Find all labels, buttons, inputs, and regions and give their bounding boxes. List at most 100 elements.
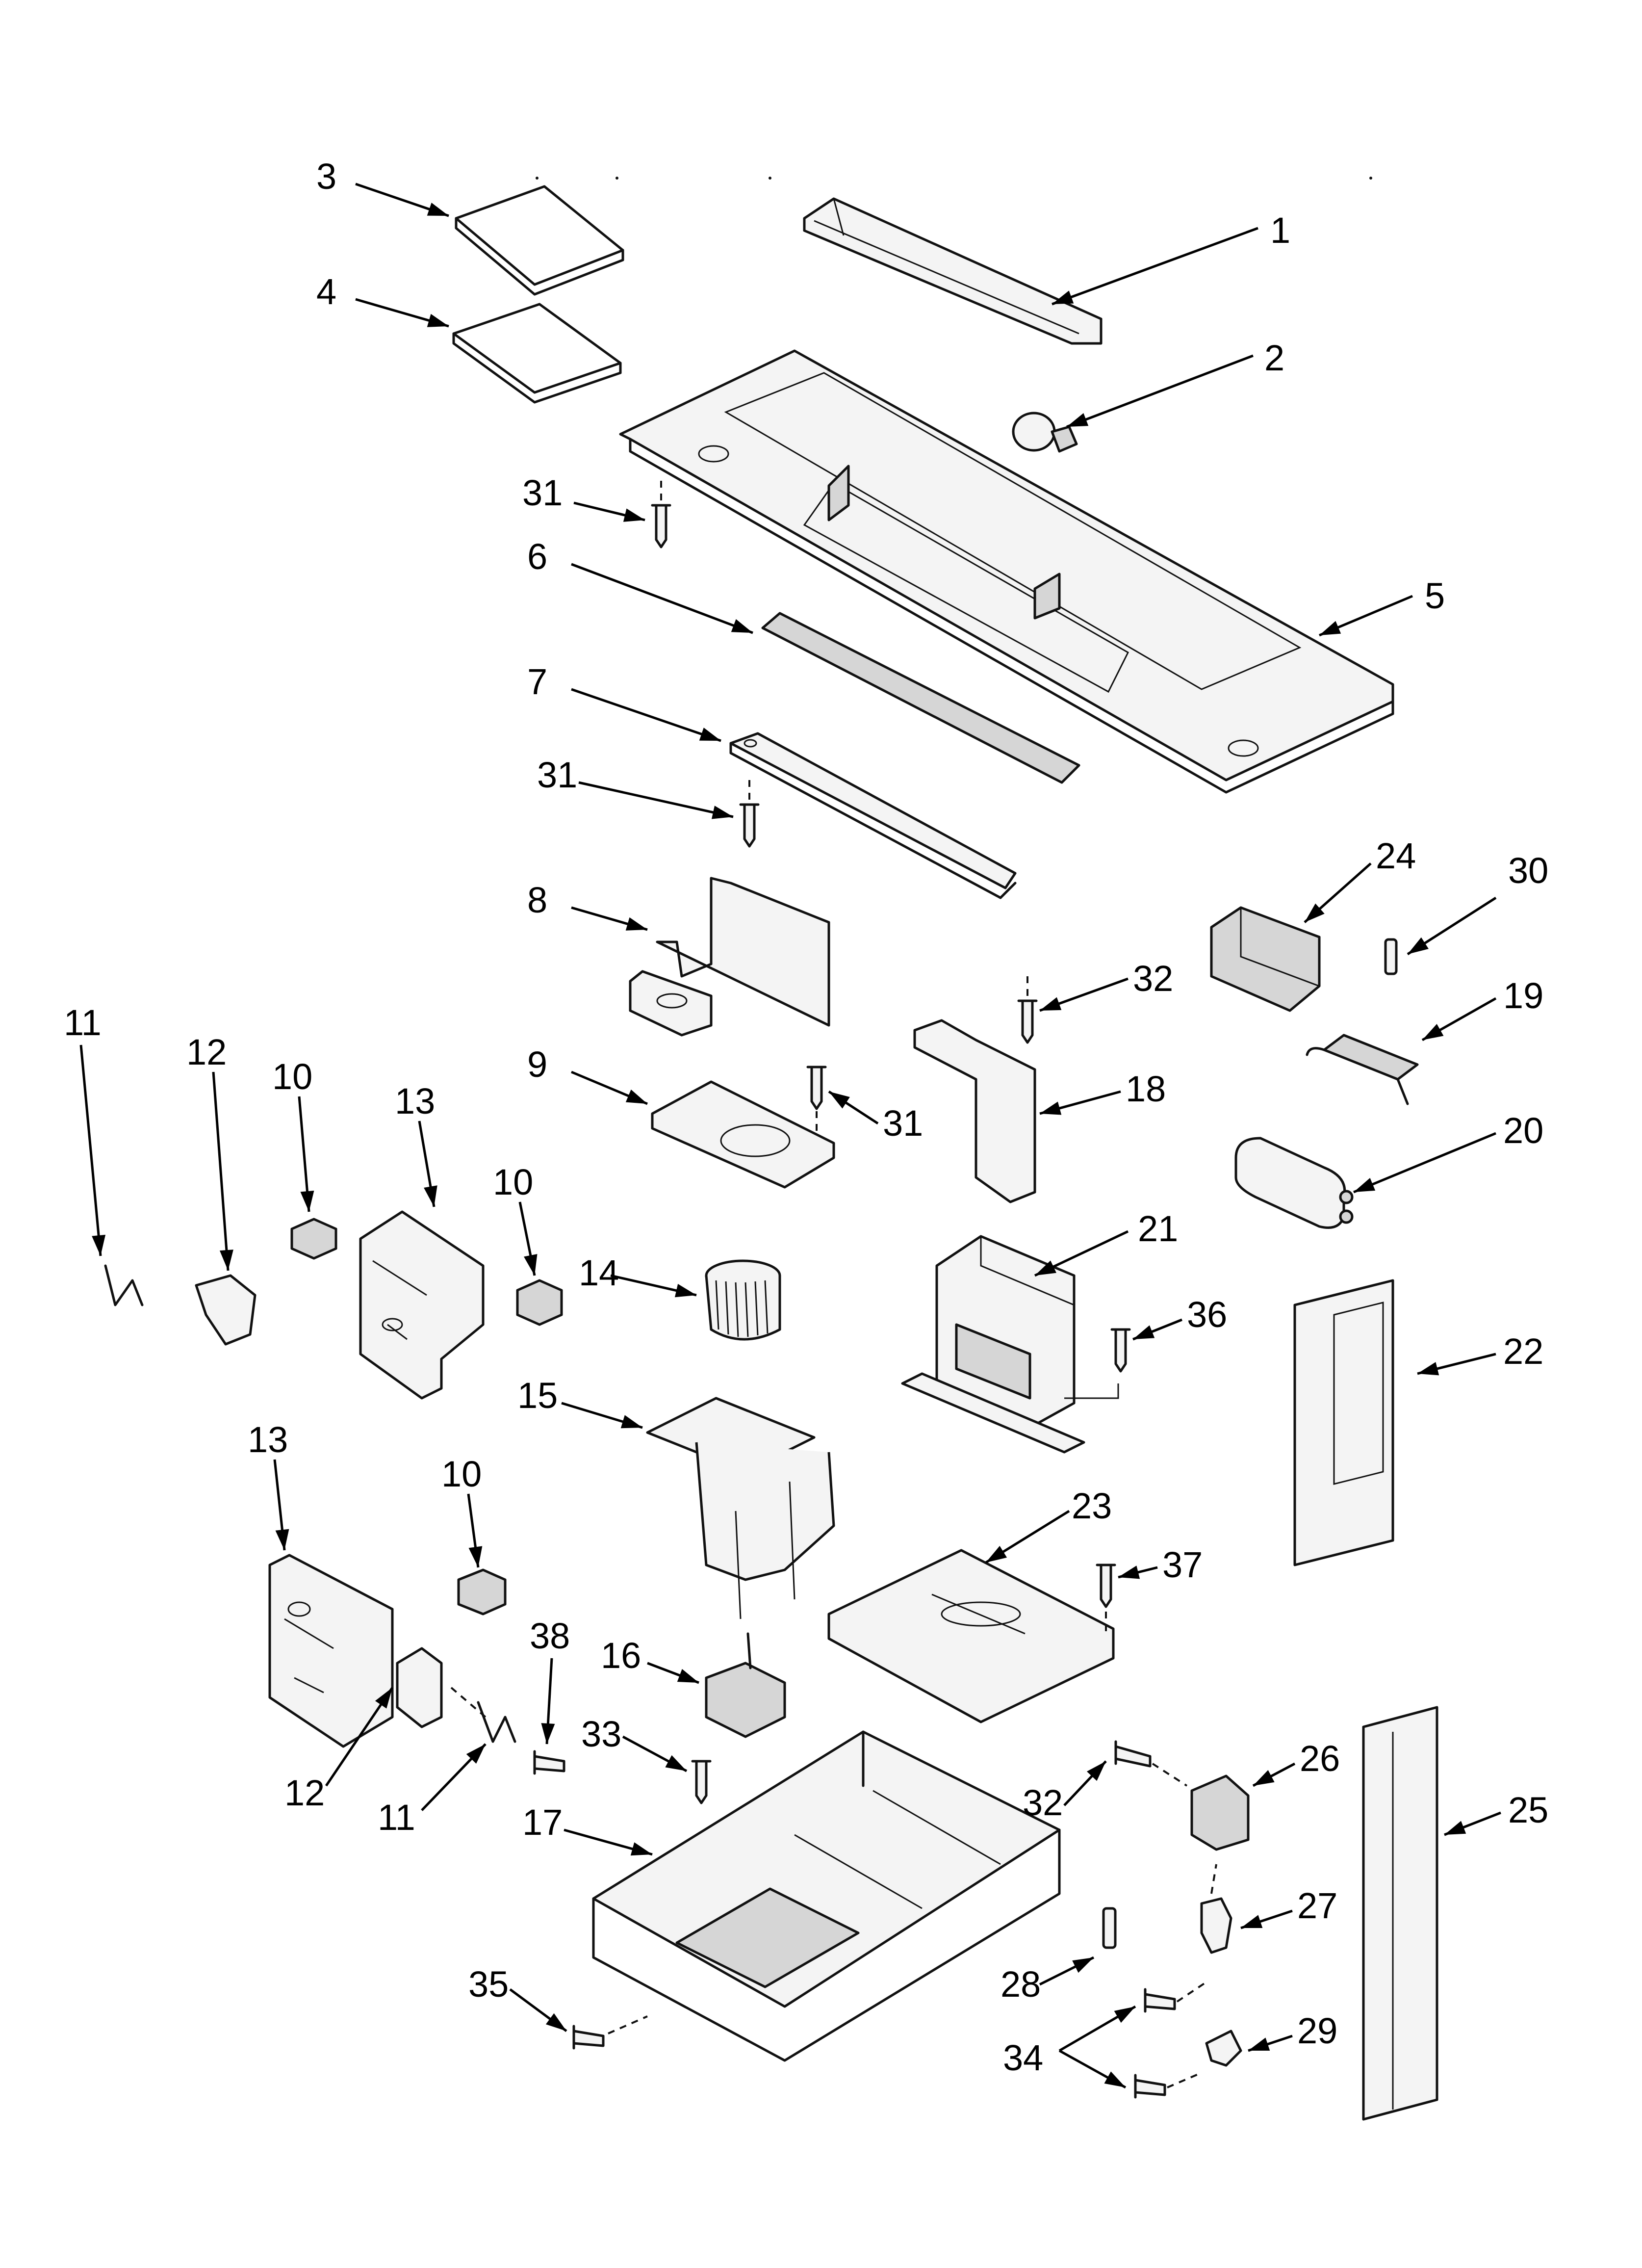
leader-arrowhead (1040, 997, 1062, 1011)
leader-arrowhead (541, 1723, 555, 1744)
part-18-bracket (913, 1019, 1036, 1203)
part-30-fuse (1384, 938, 1398, 975)
leader-arrowhead (1444, 1821, 1466, 1835)
callout-12-a: 12 (186, 1032, 227, 1072)
leader-line (1066, 354, 1254, 428)
callout-6: 6 (527, 536, 547, 577)
part-10-switch-b (516, 1279, 563, 1326)
leader-arrowhead (427, 203, 449, 216)
part-27-fuse-clip (1200, 1897, 1232, 1954)
screw-37 (1096, 1564, 1116, 1608)
callout-31-b: 31 (537, 755, 577, 795)
leader-arrowhead (665, 1755, 687, 1771)
leader-arrowhead (1133, 1325, 1155, 1339)
leader-arrowhead (1248, 2037, 1270, 2051)
callout-36: 36 (1187, 1294, 1227, 1335)
leader-arrowhead (630, 1842, 652, 1856)
leader-arrowhead (1118, 1565, 1140, 1579)
leader-arrowhead (427, 313, 449, 327)
top-margin-marks (536, 177, 1372, 180)
part-22-side-panel (1293, 1279, 1394, 1566)
part-24-transformer (1210, 906, 1321, 1012)
parts-layer (104, 185, 1438, 2121)
leader-arrowhead (545, 2013, 566, 2031)
callout-13-b: 13 (248, 1419, 288, 1460)
leader-arrowhead (300, 1190, 314, 1212)
screw-35 (572, 2025, 605, 2050)
callout-29: 29 (1297, 2010, 1337, 2051)
callout-16: 16 (601, 1635, 641, 1676)
leader-arrowhead (1086, 1761, 1106, 1781)
callout-9: 9 (527, 1044, 547, 1085)
part-3-charcoal-filter (455, 185, 624, 296)
leader-line (571, 688, 721, 742)
callout-10-a: 10 (272, 1056, 312, 1097)
part-17-base-assembly (592, 1730, 1061, 2062)
leader-arrowhead (1305, 903, 1325, 922)
callout-31-a: 31 (522, 472, 563, 513)
callout-32-a: 32 (1133, 958, 1173, 999)
screw-34-b (1134, 2074, 1166, 2099)
callout-13-a: 13 (395, 1081, 435, 1121)
part-26-thermal-protector (1190, 1774, 1250, 1851)
callout-23: 23 (1072, 1486, 1112, 1526)
part-10-switch-a (290, 1218, 337, 1260)
callout-labels: 1 2 3 4 5 6 7 8 9 10 10 10 11 11 12 12 1… (64, 156, 1548, 2078)
leader-arrowhead (1408, 937, 1429, 954)
leader-line (578, 781, 734, 818)
callout-35: 35 (468, 1964, 509, 2005)
screw-32-a (1017, 999, 1038, 1044)
leader-line (212, 1071, 230, 1271)
leader-arrowhead (674, 1283, 696, 1298)
screw-32-b (1114, 1740, 1152, 1768)
leader-arrowhead (623, 508, 645, 522)
leader-arrowhead (1035, 1260, 1056, 1276)
screw-31-b (739, 803, 760, 848)
callout-24: 24 (1376, 835, 1416, 876)
callout-33: 33 (581, 1714, 621, 1754)
part-7-channel (729, 732, 1017, 899)
callout-10-b: 10 (493, 1162, 533, 1202)
callout-10-c: 10 (441, 1454, 482, 1494)
callout-34: 34 (1003, 2037, 1043, 2078)
leader-arrowhead (92, 1234, 106, 1256)
callout-19: 19 (1503, 975, 1543, 1016)
part-25-rear-panel (1362, 1706, 1438, 2121)
leader-line (79, 1044, 102, 1256)
callout-30: 30 (1508, 850, 1548, 891)
callout-32-b: 32 (1023, 1782, 1063, 1823)
callout-26: 26 (1300, 1738, 1340, 1779)
leader-arrowhead (275, 1529, 289, 1550)
callout-22: 22 (1503, 1331, 1543, 1372)
leader-arrowhead (468, 1546, 483, 1567)
callout-leaders (79, 182, 1501, 2089)
part-4-grease-filter (452, 303, 622, 404)
callout-5: 5 (1425, 575, 1445, 616)
part-12-lever-a (195, 1274, 257, 1346)
leader-arrowhead (424, 1185, 437, 1207)
leader-arrowhead (699, 728, 721, 741)
leader-line (1052, 227, 1258, 306)
leader-line (1353, 1132, 1496, 1194)
part-13-latch-bracket-a (359, 1210, 485, 1400)
callout-1: 1 (1270, 210, 1290, 251)
callout-20: 20 (1503, 1110, 1543, 1151)
callout-27: 27 (1297, 1885, 1337, 1926)
callout-7: 7 (527, 661, 547, 702)
callout-37: 37 (1162, 1544, 1203, 1585)
part-11-spring-b (477, 1701, 516, 1743)
part-16-damper-motor (705, 1632, 786, 1738)
leader-arrowhead (711, 806, 733, 819)
callout-8: 8 (527, 880, 547, 920)
part-21-high-voltage-transformer (901, 1235, 1119, 1454)
leader-arrowhead (1319, 621, 1341, 635)
callout-31-c: 31 (883, 1103, 923, 1144)
callout-25: 25 (1508, 1790, 1548, 1830)
screw-33 (691, 1760, 712, 1804)
callout-38: 38 (530, 1616, 570, 1656)
leader-arrowhead (731, 619, 753, 633)
callout-17: 17 (522, 1802, 563, 1843)
part-2-light-bulb (1012, 412, 1078, 453)
screw-34-a (1144, 1988, 1176, 2013)
leader-arrowhead (1241, 1915, 1263, 1928)
